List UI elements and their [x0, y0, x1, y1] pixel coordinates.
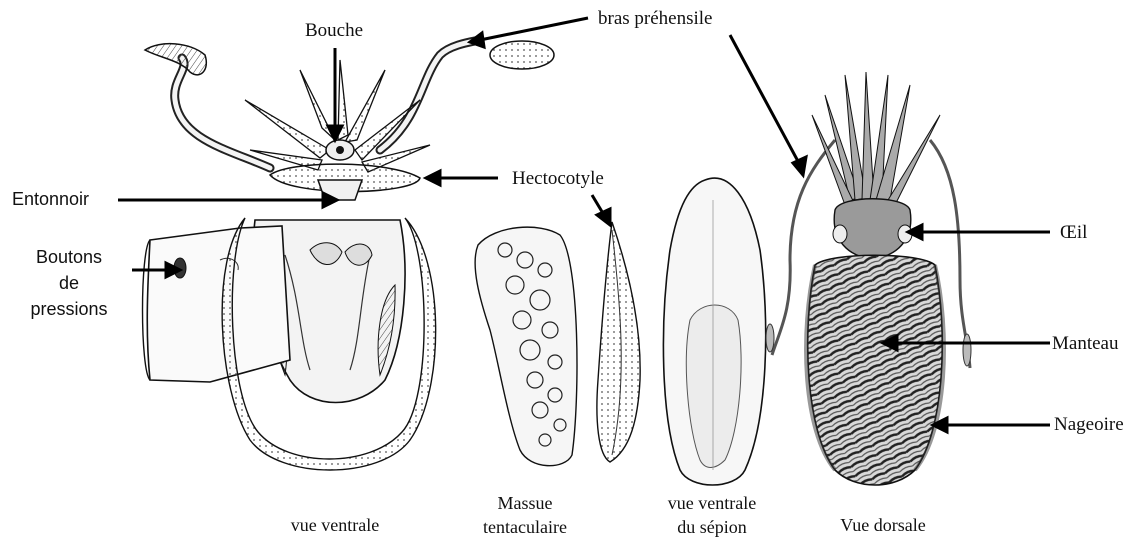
caption-vue-ventrale-sepion: vue ventrale du sépion — [632, 491, 792, 539]
label-entonnoir: Entonnoir — [12, 188, 89, 210]
right-tentacle-club — [490, 41, 554, 69]
label-boutons-line-3: pressions — [14, 296, 124, 322]
left-tentacle-club — [145, 44, 206, 75]
caption-massue-line-2: tentaculaire — [460, 515, 590, 539]
label-bras-prehensile: bras préhensile — [598, 8, 712, 30]
label-boutons-line-1: Boutons — [14, 244, 124, 270]
caption-vue-ventrale: vue ventrale — [250, 513, 420, 537]
label-boutons-line-2: de — [14, 270, 124, 296]
dorsal-mantle — [808, 255, 943, 485]
tentacular-club — [475, 227, 577, 466]
caption-massue-line-1: Massue — [460, 491, 590, 515]
hectocotylus-arm — [597, 222, 640, 462]
label-oeil: Œil — [1060, 222, 1087, 244]
label-boutons-de-pressions: Boutons de pressions — [14, 244, 124, 322]
caption-sepion-line-2: du sépion — [632, 515, 792, 539]
label-manteau: Manteau — [1052, 333, 1118, 355]
label-hectocotyle: Hectocotyle — [512, 168, 604, 190]
caption-massue-tentaculaire: Massue tentaculaire — [460, 491, 590, 539]
caption-vue-dorsale: Vue dorsale — [808, 513, 958, 537]
caption-sepion-line-1: vue ventrale — [632, 491, 792, 515]
cuttlebone — [663, 178, 765, 485]
mantle-flap — [147, 226, 290, 382]
label-nageoire: Nageoire — [1054, 414, 1124, 436]
label-bouche: Bouche — [305, 20, 363, 42]
